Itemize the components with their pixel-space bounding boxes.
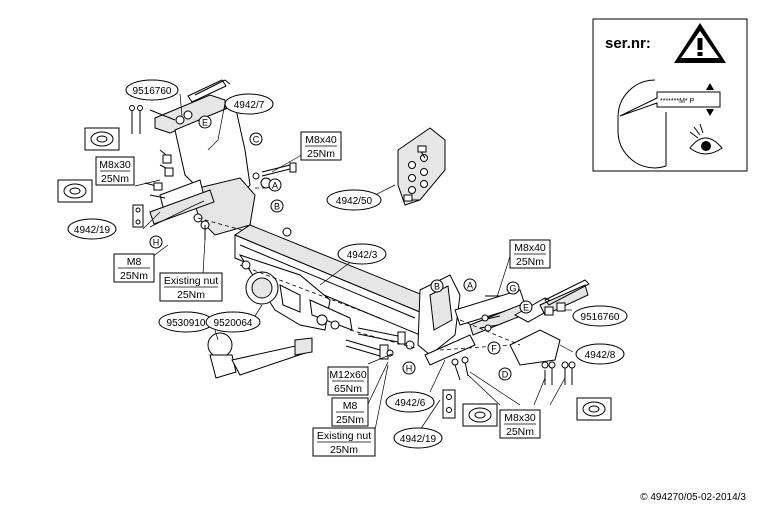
washer-inset-bottom <box>462 403 498 427</box>
letter-a-right: A <box>467 281 473 291</box>
serial-plate-outline <box>617 79 667 169</box>
svg-text:M8: M8 <box>127 256 142 268</box>
spec-box-m8x40-right: M8x40 25Nm <box>509 239 551 269</box>
svg-text:25Nm: 25Nm <box>506 426 534 438</box>
svg-text:25Nm: 25Nm <box>177 289 205 301</box>
part-label-9516760-left: 9516760 <box>133 86 172 97</box>
letter-markers: E C A B H B A G E F H D <box>149 115 533 381</box>
part-label-9516760-right: 9516760 <box>581 312 620 323</box>
svg-text:25Nm: 25Nm <box>101 173 129 185</box>
letter-h-right: H <box>406 364 413 374</box>
part-label-4942-3: 4942/3 <box>347 250 378 261</box>
part-labels: 9516760 4942/7 4942/19 4942/50 4942/3 95… <box>67 79 628 449</box>
letter-e-right: E <box>523 303 529 313</box>
svg-text:25Nm: 25Nm <box>307 148 335 160</box>
spec-box-m8x40-top: M8x40 25Nm <box>300 131 342 161</box>
right-bracket-assembly <box>417 274 590 419</box>
middle-bolts <box>345 327 416 360</box>
part-label-4942-8: 4942/8 <box>585 350 616 361</box>
left-bracket-assembly <box>129 79 270 240</box>
letter-g: G <box>509 284 516 294</box>
svg-text:Existing nut: Existing nut <box>164 275 218 287</box>
svg-text:25Nm: 25Nm <box>330 444 358 456</box>
washer-inset-left-top <box>84 127 120 151</box>
washer-inset-right <box>576 397 612 421</box>
svg-text:25Nm: 25Nm <box>516 256 544 268</box>
warning-triangle-icon <box>674 23 726 63</box>
svg-text:25Nm: 25Nm <box>120 270 148 282</box>
letter-e-left: E <box>202 118 208 128</box>
spec-box-m12x60: M12x60 65Nm <box>327 366 369 396</box>
spec-box-existing-nut-left: Existing nut 25Nm <box>159 272 223 302</box>
serial-callout <box>619 91 721 117</box>
top-bolt <box>252 162 297 189</box>
part-label-4942-19-left: 4942/19 <box>74 225 111 236</box>
serial-text: *******M* P <box>660 98 695 105</box>
letter-c: C <box>253 135 260 145</box>
letter-b-right: B <box>434 282 440 292</box>
part-label-4942-6: 4942/6 <box>395 398 426 409</box>
spec-box-existing-nut-bottom: Existing nut 25Nm <box>312 427 376 457</box>
serial-number-panel: ser.nr: *******M* P <box>592 18 748 172</box>
svg-text:M12x60: M12x60 <box>329 369 367 381</box>
eye-icon <box>689 123 723 155</box>
main-crossbar <box>233 224 436 337</box>
svg-text:M8x40: M8x40 <box>305 134 337 146</box>
svg-text:M8x30: M8x30 <box>99 159 131 171</box>
part-label-9520064: 9520064 <box>214 318 253 329</box>
letter-d: D <box>502 370 509 380</box>
copyright-notice: © 494270/05-02-2014/3 <box>640 492 746 503</box>
letter-f: F <box>491 344 497 354</box>
spec-box-m8x30-right: M8x30 25Nm <box>499 409 541 439</box>
svg-text:M8x30: M8x30 <box>504 412 536 424</box>
svg-text:M8x40: M8x40 <box>514 242 546 254</box>
tow-ball-neck <box>207 332 313 379</box>
part-label-4942-19-bottom: 4942/19 <box>400 434 437 445</box>
spec-box-m8x30-left: M8x30 25Nm <box>95 156 135 186</box>
svg-text:65Nm: 65Nm <box>334 383 362 395</box>
part-label-4942-50: 4942/50 <box>336 196 373 207</box>
svg-text:25Nm: 25Nm <box>336 414 364 426</box>
part-label-9530910: 9530910 <box>167 318 206 329</box>
washer-inset-left-mid <box>57 179 93 203</box>
spec-boxes: M8x40 25Nm M8x30 25Nm M8 25Nm Existing n… <box>95 131 551 457</box>
bolt-plate-detail <box>397 127 446 206</box>
letter-b-left: B <box>274 202 280 212</box>
svg-text:Existing nut: Existing nut <box>317 430 371 442</box>
svg-text:M8: M8 <box>343 400 358 412</box>
letter-h-left: H <box>153 238 160 248</box>
serial-number-title: ser.nr: <box>605 35 651 52</box>
part-label-4942-7: 4942/7 <box>234 100 265 111</box>
letter-a-left: A <box>272 181 278 191</box>
spec-box-m8-bottom: M8 25Nm <box>331 397 369 427</box>
spec-box-m8-left: M8 25Nm <box>113 253 155 283</box>
